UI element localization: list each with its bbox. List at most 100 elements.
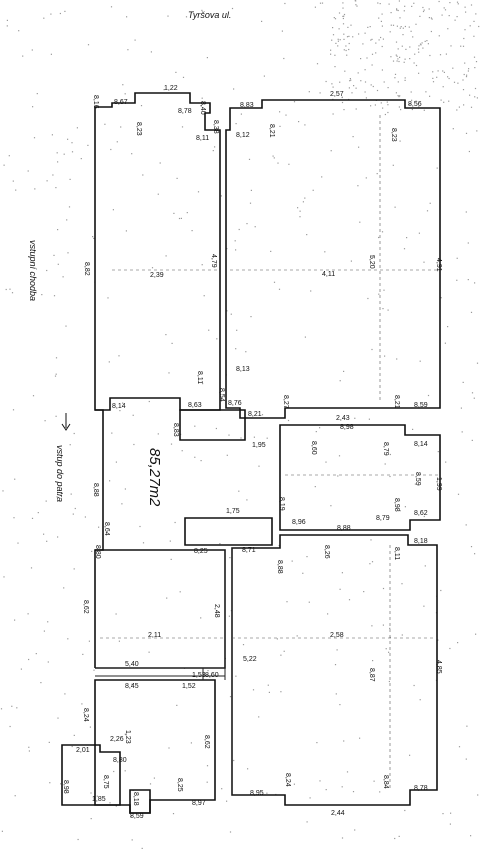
dimension-label: 8,67 <box>114 99 128 106</box>
noise-dot <box>440 297 442 299</box>
noise-dot <box>20 668 22 670</box>
noise-dot <box>383 81 385 83</box>
noise-dot <box>399 510 401 512</box>
noise-dot <box>57 161 59 163</box>
noise-dot <box>341 786 343 788</box>
noise-dot <box>81 703 83 705</box>
noise-dot <box>28 746 30 748</box>
noise-dot <box>142 542 145 544</box>
noise-dot <box>124 488 126 490</box>
noise-dot <box>398 106 400 108</box>
noise-dot <box>258 465 260 467</box>
noise-dot <box>381 45 383 48</box>
noise-dot <box>11 705 13 707</box>
noise-dot <box>110 6 113 8</box>
noise-dot <box>308 91 310 93</box>
noise-dot <box>371 625 373 627</box>
noise-dot <box>387 111 389 114</box>
noise-dot <box>84 516 86 518</box>
noise-dot <box>130 815 132 817</box>
noise-dot <box>277 162 279 164</box>
noise-dot <box>13 517 15 519</box>
noise-dot <box>399 95 401 97</box>
noise-dot <box>245 351 247 353</box>
noise-dot <box>334 18 337 20</box>
noise-dot <box>33 137 36 139</box>
noise-dot <box>403 61 405 63</box>
noise-dot <box>427 43 429 45</box>
noise-dot <box>474 67 476 69</box>
noise-dot <box>82 653 84 655</box>
noise-dot <box>273 157 275 159</box>
noise-dot <box>428 17 430 19</box>
noise-dot <box>261 20 263 22</box>
noise-dot <box>339 81 341 83</box>
noise-dot <box>343 13 346 16</box>
noise-dot <box>334 54 336 56</box>
noise-dot <box>370 539 372 541</box>
noise-dot <box>240 437 242 439</box>
noise-dot <box>52 174 54 176</box>
noise-dot <box>372 660 374 662</box>
noise-dot <box>412 428 414 430</box>
dimension-label: 1,52 <box>182 683 196 690</box>
noise-dot <box>381 69 383 71</box>
noise-dot <box>475 633 477 635</box>
noise-dot <box>397 81 399 83</box>
noise-dot <box>423 261 425 263</box>
noise-dot <box>378 236 380 239</box>
noise-dot <box>165 334 167 336</box>
noise-dot <box>355 87 357 89</box>
noise-dot <box>375 52 377 54</box>
noise-dot <box>429 54 431 57</box>
noise-dot <box>478 25 480 28</box>
lobby-upper-block <box>179 409 246 441</box>
noise-dot <box>418 51 420 53</box>
noise-dot <box>392 164 394 166</box>
noise-dot <box>462 381 464 383</box>
noise-dot <box>378 293 380 295</box>
dimension-label: 4,85 <box>435 660 442 674</box>
noise-dot <box>41 294 43 296</box>
noise-dot <box>432 81 435 83</box>
noise-dot <box>429 95 431 97</box>
noise-dot <box>220 195 222 197</box>
noise-dot <box>118 640 120 642</box>
noise-dot <box>235 348 237 350</box>
noise-dot <box>341 101 344 104</box>
noise-dot <box>250 189 252 191</box>
noise-dot <box>216 338 218 340</box>
noise-dot <box>90 818 92 820</box>
noise-dot <box>342 2 344 4</box>
noise-dot <box>375 42 377 44</box>
noise-dot <box>389 31 391 33</box>
noise-dot <box>387 87 389 89</box>
noise-dot <box>314 486 316 488</box>
noise-dot <box>115 613 117 615</box>
noise-dot <box>387 104 389 106</box>
noise-dot <box>9 288 11 290</box>
noise-dot <box>8 155 10 157</box>
noise-dot <box>467 279 469 281</box>
noise-dot <box>445 53 447 55</box>
noise-dot <box>337 40 339 42</box>
noise-dot <box>73 432 75 435</box>
noise-dot <box>442 813 444 815</box>
noise-dot <box>423 109 425 111</box>
noise-dot <box>185 16 188 18</box>
noise-dot <box>475 13 477 15</box>
noise-dot <box>149 783 152 785</box>
noise-dot <box>462 89 465 91</box>
noise-dot <box>124 93 126 95</box>
noise-dot <box>325 789 327 791</box>
noise-dot <box>43 17 45 19</box>
noise-dot <box>304 197 306 199</box>
noise-dot <box>401 583 403 585</box>
dimension-label: 2,11 <box>148 632 161 639</box>
noise-dot <box>471 439 473 441</box>
dimension-label: 8,62 <box>414 510 428 517</box>
noise-dot <box>254 226 256 228</box>
noise-dot <box>398 96 400 98</box>
noise-dot <box>354 829 356 831</box>
